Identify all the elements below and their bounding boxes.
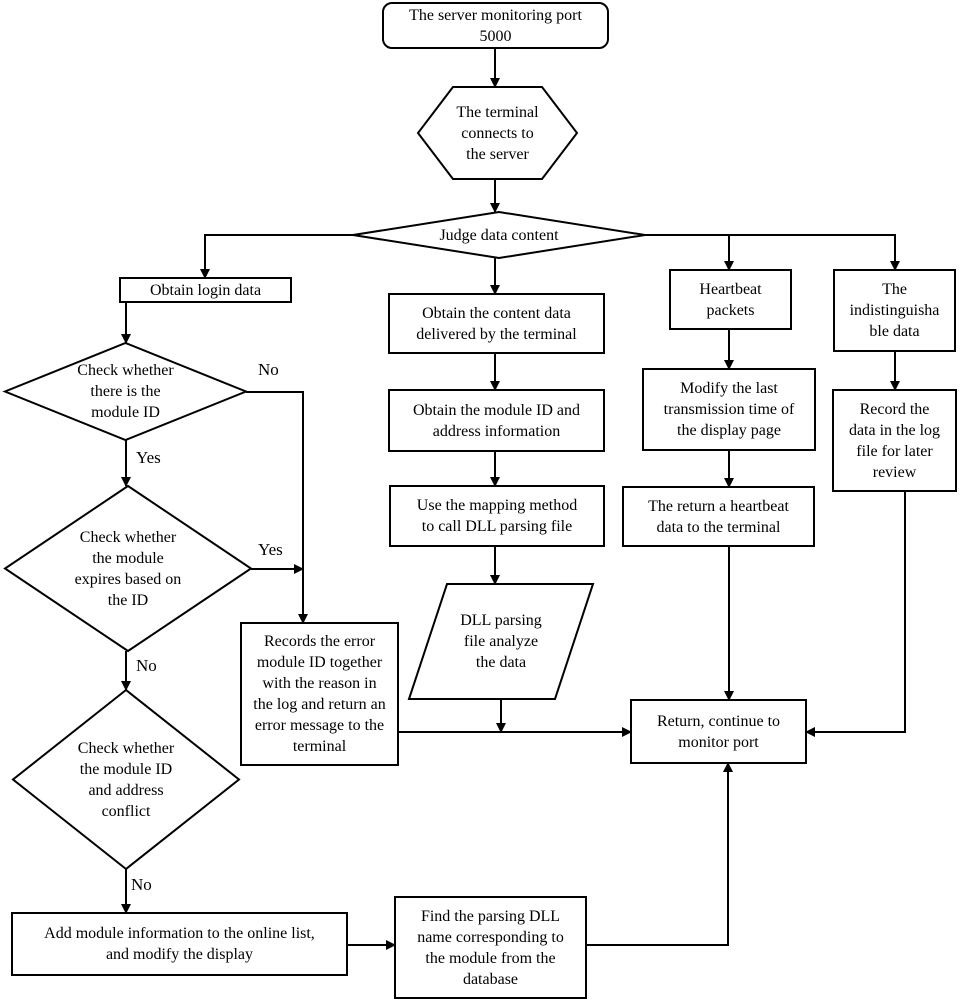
edge-find-dll-to-return-continue <box>586 762 733 946</box>
node-shape-rect <box>669 269 792 330</box>
edge-judge-to-login <box>200 234 353 279</box>
node-shape-diamond <box>352 210 646 260</box>
edge-label: Yes <box>136 448 161 467</box>
edge-label: No <box>131 875 152 894</box>
node-login <box>119 277 292 303</box>
node-shape-hexagon <box>416 86 579 180</box>
node-shape-rounded <box>382 2 609 49</box>
node-shape-rect <box>394 896 587 999</box>
node-content <box>388 293 605 354</box>
node-heartbeat <box>669 269 792 330</box>
node-judge <box>352 210 646 260</box>
node-shape-diamond <box>11 688 241 871</box>
node-find-dll <box>394 896 587 999</box>
node-shape-rect <box>642 368 816 451</box>
node-shape-rect <box>832 389 957 492</box>
node-dll-analyze <box>407 583 595 700</box>
edge-label: No <box>258 360 279 379</box>
node-add-module <box>11 912 348 976</box>
node-records-error <box>240 622 399 766</box>
node-shape-rect <box>622 486 815 547</box>
node-record-log <box>832 389 957 492</box>
node-shape-rect <box>11 912 348 976</box>
node-modify-last <box>642 368 816 451</box>
node-shape-parallelogram <box>407 583 595 700</box>
edge-check-id-to-records-error <box>246 391 308 624</box>
node-shape-rect <box>240 622 399 766</box>
node-indist <box>833 269 956 352</box>
node-shape-rect <box>833 269 956 352</box>
edge-judge-to-heartbeat <box>645 234 734 271</box>
node-check-id <box>2 341 249 442</box>
node-check-expire <box>3 484 253 653</box>
edge-label: Yes <box>258 540 283 559</box>
node-return-continue <box>630 699 807 764</box>
node-shape-rect <box>388 389 605 452</box>
node-shape-diamond <box>3 484 253 653</box>
edge-record-log-to-return-continue <box>805 491 906 737</box>
node-shape-rect <box>119 277 292 303</box>
node-mapping <box>389 485 605 547</box>
node-shape-rect <box>389 485 605 547</box>
node-shape-diamond <box>2 341 249 442</box>
node-shape-rect <box>630 699 807 764</box>
node-return-hb <box>622 486 815 547</box>
node-start <box>382 2 609 49</box>
edge-judge-to-indist <box>645 234 900 271</box>
node-connect <box>416 86 579 180</box>
node-module-addr <box>388 389 605 452</box>
node-shape-rect <box>388 293 605 354</box>
edge-label: No <box>136 656 157 675</box>
node-check-conflict <box>11 688 241 871</box>
